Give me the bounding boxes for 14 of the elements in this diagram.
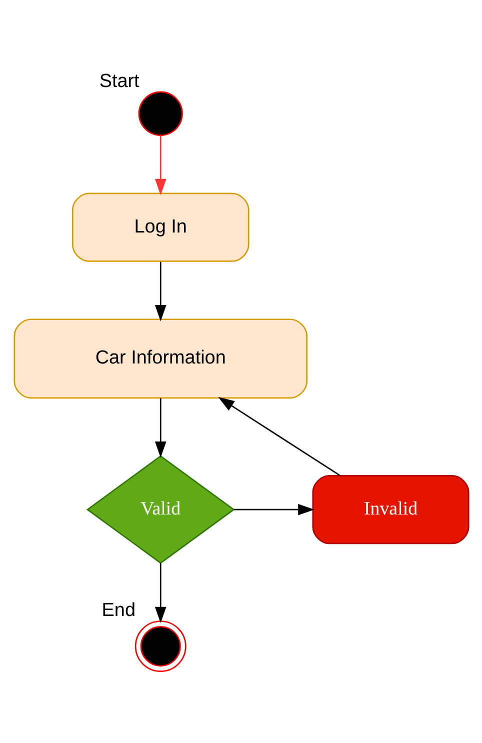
node-diamond: Valid	[86, 455, 234, 564]
arrow	[233, 504, 314, 516]
node-label: Start	[98, 70, 139, 92]
arrow	[154, 563, 166, 624]
node-circle	[138, 91, 182, 136]
arrow	[154, 398, 166, 458]
node-label: End	[101, 600, 135, 622]
arrow	[154, 262, 166, 322]
node-box: Car Information	[13, 318, 307, 399]
node-box: Log In	[71, 192, 249, 262]
arrow	[154, 135, 166, 196]
node-doublecircle	[134, 620, 186, 672]
node-box: Invalid	[312, 475, 469, 544]
arrow	[218, 397, 340, 476]
